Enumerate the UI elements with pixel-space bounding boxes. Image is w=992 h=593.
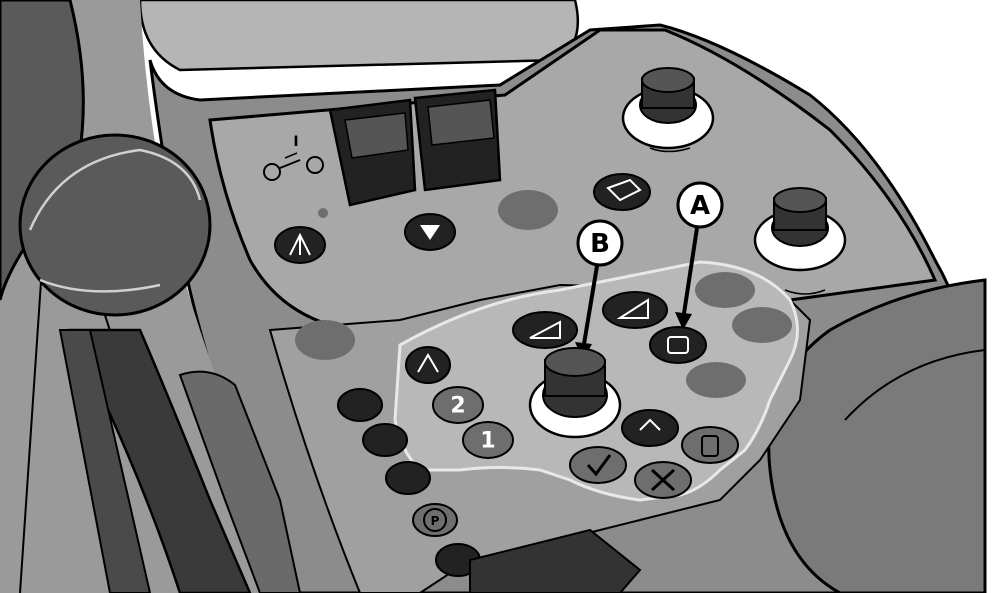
mode-button-1[interactable] [337, 388, 383, 422]
rocker-switch-right[interactable] [413, 88, 502, 192]
bottom-cover [469, 528, 642, 593]
shift-gate [67, 328, 252, 593]
blank-pad-button-3[interactable] [686, 362, 746, 398]
armrest-crease [844, 349, 986, 421]
park-brake-icon [423, 508, 447, 532]
confirm-button[interactable] [569, 446, 627, 484]
mode-button-2[interactable] [362, 423, 408, 457]
hydraulic-joystick-upper[interactable] [621, 67, 715, 153]
indicator-led [318, 208, 328, 218]
gear-2-button[interactable] [432, 386, 484, 424]
hydraulic-joystick-right[interactable] [753, 187, 847, 295]
bucket-return-button[interactable] [593, 173, 651, 211]
shift-gate-plate [178, 370, 302, 593]
float-mode-button[interactable] [649, 326, 707, 364]
lever-knob [18, 133, 212, 317]
callout-b: B [575, 219, 624, 360]
seat-cushion [138, 0, 580, 72]
gear-1-button[interactable] [462, 421, 514, 459]
callout-a: A [675, 181, 724, 330]
blank-button[interactable] [498, 190, 558, 230]
blade-angle-button[interactable] [602, 291, 668, 329]
spray-nozzle-icon [420, 225, 440, 240]
cancel-icon [650, 468, 676, 492]
lever-mark: I [293, 134, 298, 150]
key-ignition-icon [263, 152, 324, 181]
auto-mode-button[interactable] [405, 346, 451, 384]
blade-tilt-icon [529, 320, 561, 339]
info-icon [701, 435, 719, 457]
multi-function-joystick[interactable] [528, 347, 622, 439]
callout-a-label: A [690, 191, 710, 221]
grid-function-button[interactable] [621, 409, 679, 447]
rocker-switch-left[interactable] [328, 98, 417, 207]
lever-knob-highlight [28, 148, 202, 231]
gear-2-label: 2 [450, 394, 465, 419]
blade-angle-icon [616, 298, 649, 319]
blank-pad-button-2[interactable] [732, 307, 792, 343]
park-brake-label: P [431, 514, 440, 528]
float-mode-icon [667, 336, 689, 354]
check-icon [586, 454, 612, 477]
blank-left-button[interactable] [295, 320, 355, 360]
info-button[interactable] [681, 426, 739, 464]
park-brake-button[interactable] [412, 503, 458, 537]
lever-knob-seam [39, 278, 161, 293]
callout-b-label: B [590, 229, 610, 259]
gear-1-label: 1 [480, 429, 495, 454]
blank-pad-button-1[interactable] [695, 272, 755, 308]
lever-base [58, 329, 152, 593]
auto-mode-icon [417, 353, 439, 373]
turtle-speed-button[interactable] [385, 461, 431, 495]
arm-lift-icon [289, 232, 311, 256]
grid-function-icon [639, 418, 661, 431]
bucket-icon [606, 178, 642, 202]
